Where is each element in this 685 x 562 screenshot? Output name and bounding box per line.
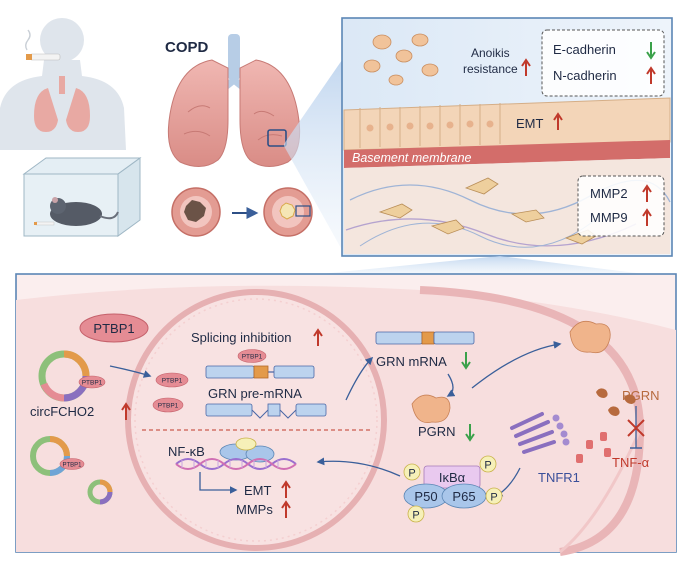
cigarette-icon [29,53,61,61]
cadherin-box [541,29,665,97]
grn-mrna-down-arrow [461,352,471,370]
mmp2-label: MMP2 [590,186,628,201]
mmp9-label: MMP9 [590,210,628,225]
basement-membrane-band [344,140,670,168]
nucleus [125,289,387,551]
mmp2-up-arrow [642,184,652,202]
phospho-label-4: P [412,510,419,522]
circfcho2-label: circFCHO2 [30,404,94,419]
floating-cells [363,33,439,86]
tnfa-label: TNF-α [612,455,650,470]
tissue-inset: Anoikis resistance E-cadherin N-cadherin… [341,17,673,257]
zoom-square [267,129,287,147]
pgrn-small-molecules [596,388,636,416]
mouse-cigarette-icon [35,221,55,226]
anoikis-label-line2: resistance [463,62,518,76]
pgrn-right-label: PGRN [622,388,660,403]
phospho-label-3: P [490,492,497,504]
nfkb-translocation-arrow [316,457,401,477]
circfcho2-ring-medium: PTBP1 [30,436,85,476]
tnfr1-receptor [510,412,570,454]
grn-pre-mrna-label: GRN pre-mRNA [208,386,302,401]
mouse-cage [22,157,142,237]
nfkb-label: NF-κB [168,444,205,459]
ncadherin-label: N-cadherin [553,68,617,83]
ptbp1-pre-mrna-label: PTBP1 [242,354,263,361]
ecadherin-label: E-cadherin [553,42,616,57]
translation-arrow [446,373,456,397]
human-left-lung [34,88,58,132]
ptbp1-nuclear-label-2: PTBP1 [158,403,179,410]
circfcho2-ring-large: PTBP1 [38,350,106,402]
mmp-box [577,175,665,237]
pgrn-label: PGRN [418,424,456,439]
emt-nuclear-label: EMT [244,483,272,498]
ptbp1-label: PTBP1 [93,321,134,336]
export-arrow [345,356,374,401]
nfkb-complex-nuclear [219,437,275,463]
panel-connector [300,256,660,276]
lungs-illustration [167,34,301,167]
ptbp1-bound-label-1: PTBP1 [82,380,103,387]
ptbp1-nuclear-label-1: PTBP1 [162,378,183,385]
dna-helix [175,458,297,470]
pgrn-down-arrow [465,424,475,442]
tnfr1-label: TNFR1 [538,470,580,485]
mmps-label: MMPs [236,502,273,517]
grn-mrna [375,331,475,345]
human-silhouette [0,18,126,150]
airway-cross-section-normal [171,187,221,237]
ikba-label: IκBα [439,470,466,485]
ncadherin-up-arrow [646,66,656,84]
transcription-arrow [199,472,238,494]
emt-nuclear-up-arrow [281,480,291,498]
phospho-label-1: P [408,468,415,480]
circfcho2-up-arrow [121,402,131,420]
grn-mrna-label: GRN mRNA [376,354,447,369]
tnfa-molecules [576,432,611,463]
p65-label: P65 [452,489,475,504]
cell-membrane [419,286,645,556]
zoom-beam [284,60,342,250]
anoikis-up-arrow [521,58,531,76]
copd-title: COPD [165,39,209,56]
grn-pre-mrna-bound: PTBP1 [205,349,315,379]
human-right-lung [66,88,90,132]
circfcho2-ring-small [87,479,113,505]
splicing-inhibition-label: Splicing inhibition [191,330,291,345]
pgrn-protein [411,394,451,423]
grn-pre-mrna-spliced [205,403,327,419]
airway-cross-section-copd [263,187,313,237]
basement-membrane-label: Basement membrane [352,151,472,165]
secretion-arrow [471,341,562,389]
emt-inset-up-arrow [553,112,563,130]
ecadherin-down-arrow [646,42,656,60]
inhibition-cross-icon [627,419,645,437]
splicing-up-arrow [313,328,323,346]
ikba-p50-p65-complex: IκBα P50 P65 P P P P [403,455,503,523]
mmps-up-arrow [281,500,291,518]
anoikis-label-line1: Anoikis [471,46,510,60]
phospho-label-2: P [484,460,491,472]
ptbp1-bound-label-2: PTBP1 [62,463,82,469]
emt-inset-label: EMT [516,116,544,131]
pgrn-secreted [569,320,611,354]
circ-to-ptbp1-arrow [109,365,152,378]
p50-label: P50 [414,489,437,504]
cell-mechanism-panel: PTBP1 PTBP1 circFCHO2 PTBP1 PTBP1 [15,273,677,556]
mmp9-up-arrow [642,208,652,226]
